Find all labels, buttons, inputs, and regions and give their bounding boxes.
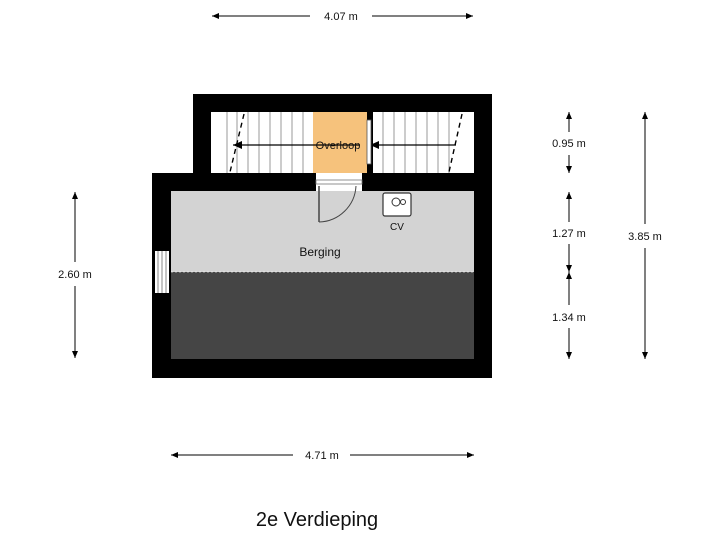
dimension-right-3-label: 1.34 m xyxy=(552,312,586,324)
door-swing xyxy=(315,179,363,223)
berging-room xyxy=(171,191,474,272)
cv-unit xyxy=(382,192,412,217)
stair-right-area xyxy=(373,112,474,173)
dimension-right-1-label: 0.95 m xyxy=(552,138,586,150)
interiors xyxy=(171,112,474,359)
low-ceiling-zone xyxy=(171,272,474,359)
dimension-bottom-label: 4.71 m xyxy=(305,450,339,462)
room-label-cv: CV xyxy=(390,222,404,233)
dimension-bottom: 4.71 m xyxy=(171,450,474,462)
room-label-overloop: Overloop xyxy=(316,140,361,152)
staircase-right xyxy=(370,112,463,173)
dimension-top: 4.07 m xyxy=(212,11,473,23)
dimension-right-total-label: 3.85 m xyxy=(628,231,662,243)
staircase-left xyxy=(226,112,360,173)
dimension-right-total: 3.85 m xyxy=(628,112,662,359)
left-window xyxy=(155,251,169,293)
stair-left-area xyxy=(211,112,313,173)
dimension-right-segments: 0.95 m 1.27 m 1.34 m xyxy=(552,112,586,359)
room-label-berging: Berging xyxy=(299,245,340,259)
dimension-right-2-label: 1.27 m xyxy=(552,228,586,240)
dimension-top-label: 4.07 m xyxy=(324,11,358,23)
overloop-room xyxy=(313,112,367,173)
dimension-left-label: 2.60 m xyxy=(58,269,92,281)
floor-title: 2e Verdieping xyxy=(256,509,378,531)
dimension-left: 2.60 m xyxy=(58,192,92,358)
overloop-door-frame xyxy=(366,119,372,165)
